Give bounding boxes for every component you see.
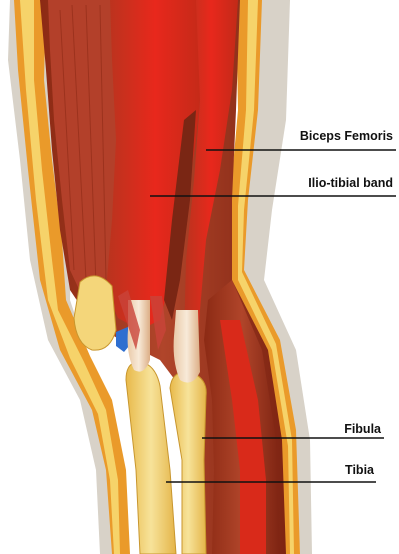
label-biceps-femoris: Biceps Femoris [300, 129, 393, 143]
label-fibula: Fibula [344, 422, 381, 436]
patella [74, 276, 116, 350]
label-iliotibial-band: Ilio-tibial band [308, 176, 393, 190]
tibia-bone [126, 362, 176, 554]
fibula-bone [170, 372, 206, 554]
label-tibia: Tibia [345, 463, 374, 477]
tendon-right [174, 310, 200, 383]
